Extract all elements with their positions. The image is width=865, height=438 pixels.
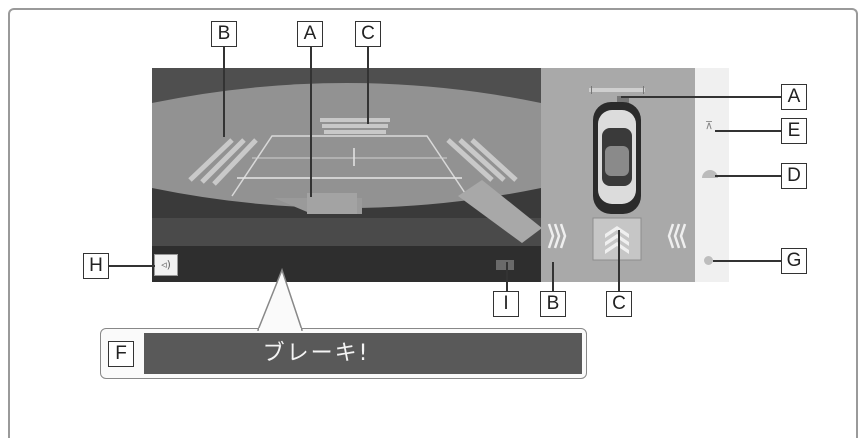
leader-d-side bbox=[715, 175, 781, 177]
dome-icon[interactable] bbox=[702, 170, 718, 178]
callout-c-top: C bbox=[355, 21, 381, 47]
callout-e-side: E bbox=[781, 118, 807, 144]
callout-a-side: A bbox=[781, 84, 807, 110]
warning-pointer bbox=[256, 268, 304, 332]
callout-b-top: B bbox=[211, 21, 237, 47]
callout-a-top: A bbox=[297, 21, 323, 47]
leader-a-top bbox=[310, 47, 312, 197]
leader-a-side bbox=[621, 96, 781, 98]
warning-bar bbox=[144, 333, 582, 374]
camera-view bbox=[152, 68, 541, 282]
leader-h bbox=[109, 265, 155, 267]
dot-icon[interactable] bbox=[704, 256, 713, 265]
speaker-icon[interactable]: ◃) bbox=[154, 254, 178, 276]
camera-scene bbox=[152, 68, 541, 282]
warning-text: ブレーキ! bbox=[262, 341, 370, 366]
leader-c-bottom bbox=[618, 230, 620, 291]
callout-g-side: G bbox=[781, 248, 807, 274]
leader-g-side bbox=[713, 260, 781, 262]
outer-frame bbox=[8, 8, 858, 438]
callout-c-bottom: C bbox=[606, 291, 632, 317]
callout-f: F bbox=[108, 341, 134, 367]
leader-i bbox=[506, 262, 508, 291]
leader-e-side bbox=[715, 130, 781, 132]
sensor-icon[interactable]: ⊼ bbox=[704, 119, 714, 132]
leader-c-top bbox=[367, 47, 369, 124]
leader-b-bottom bbox=[552, 262, 554, 291]
callout-b-bottom: B bbox=[540, 291, 566, 317]
callout-h: H bbox=[83, 253, 109, 279]
callout-i: I bbox=[493, 291, 519, 317]
callout-d-side: D bbox=[781, 163, 807, 189]
leader-b-top bbox=[223, 47, 225, 137]
